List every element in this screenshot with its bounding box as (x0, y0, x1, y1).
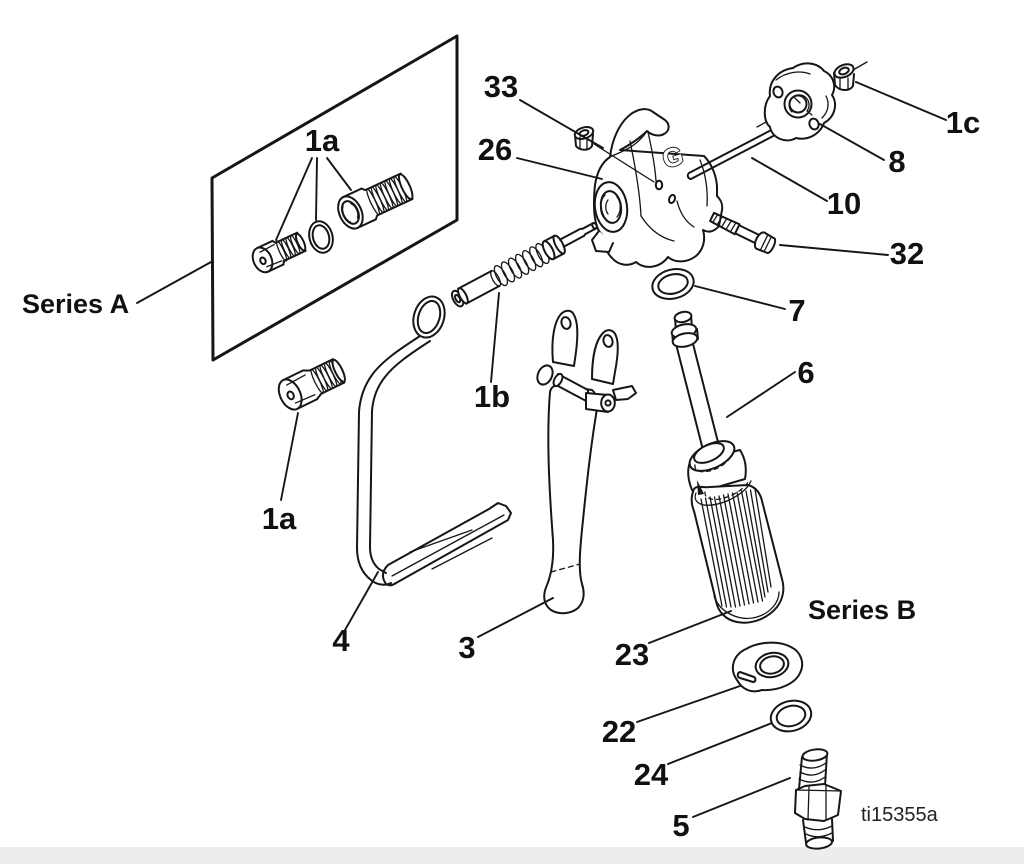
callout-4: 4 (332, 623, 350, 658)
callout-33: 33 (484, 69, 518, 104)
inlet-fitting-drawing (794, 748, 842, 850)
callout-10: 10 (827, 186, 861, 221)
callout-23: 23 (615, 637, 649, 672)
tip-fitting-drawing (277, 358, 346, 411)
callout-3: 3 (458, 630, 475, 665)
gun-body-drawing: G (591, 108, 724, 268)
screw-drawing (709, 211, 777, 255)
callout-22: 22 (602, 714, 636, 749)
leader-lines (136, 81, 947, 818)
bottom-strip (0, 847, 1024, 864)
lock-washer-drawing (731, 641, 804, 693)
callout-7: 7 (788, 293, 805, 328)
series-a-label: Series A (22, 289, 129, 319)
series-a-panel (210, 34, 459, 362)
series-b-label: Series B (808, 595, 916, 625)
handle-drawing (670, 310, 721, 455)
grip-drawing (687, 440, 785, 624)
callout-1c: 1c (946, 105, 980, 140)
callout-1a-lower: 1a (262, 501, 297, 536)
trigger-guard-drawing (356, 295, 512, 587)
callout-1b: 1b (474, 379, 510, 414)
callout-5: 5 (672, 808, 689, 843)
callout-26: 26 (478, 132, 512, 167)
callout-1a-box: 1a (305, 123, 340, 158)
callout-24: 24 (634, 757, 669, 792)
callout-labels: 1a 33 26 1c 8 10 32 7 6 1b 1a 4 3 23 22 … (22, 69, 980, 843)
trigger-drawing (536, 309, 637, 615)
nut-1c-drawing (833, 63, 855, 91)
callout-32: 32 (890, 236, 924, 271)
callout-6: 6 (797, 355, 814, 390)
drawing-number: ti15355a (861, 804, 939, 826)
needle-kit-drawing (451, 222, 598, 308)
o-ring-24-drawing (769, 699, 813, 733)
panel-o-ring-drawing (308, 220, 334, 254)
o-ring-7-drawing (651, 268, 695, 300)
nut-33-drawing (573, 126, 655, 183)
air-cap-drawing (763, 62, 837, 142)
seat-plug-drawing (251, 231, 307, 274)
callout-8: 8 (888, 144, 905, 179)
swivel-fitting-drawing (337, 172, 414, 230)
